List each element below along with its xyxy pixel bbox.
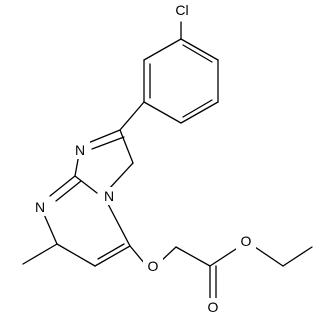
atom-label-bg <box>236 232 256 250</box>
atom-cl-label: Cl <box>175 2 188 18</box>
bond <box>119 101 145 131</box>
bond-layer <box>22 21 313 299</box>
atom-labels: Cl N N N O O O <box>30 0 256 316</box>
atom-label-bg <box>99 187 119 205</box>
atom-n-imid-label: N <box>75 142 85 158</box>
bond <box>282 246 313 267</box>
atom-o-carbonyl-label: O <box>208 299 219 315</box>
bond <box>180 38 219 61</box>
atom-label-bg <box>203 298 223 316</box>
bond <box>143 101 182 124</box>
bond <box>129 245 146 265</box>
bond <box>22 243 58 265</box>
bond <box>251 244 284 267</box>
atom-label-bg <box>143 257 163 275</box>
bond <box>175 246 211 267</box>
bond <box>209 246 240 267</box>
bond <box>42 211 58 245</box>
bond <box>49 175 76 197</box>
bond <box>180 101 219 124</box>
bond-inner <box>182 44 213 63</box>
atom-label-bg <box>30 198 50 216</box>
atom-n-pyr-label: N <box>35 199 45 215</box>
bond <box>74 175 98 194</box>
atom-label-bg <box>70 141 90 159</box>
bond <box>143 38 182 61</box>
bond <box>107 203 131 247</box>
bond <box>119 129 134 164</box>
atom-label-bg <box>170 0 194 19</box>
bond <box>87 129 121 144</box>
bond <box>56 243 96 267</box>
atom-n-bridge-label: N <box>104 188 114 204</box>
bond-inner <box>182 99 213 118</box>
bond <box>107 162 134 191</box>
bond-inner <box>97 243 125 260</box>
atom-o-ester-label: O <box>241 233 252 249</box>
bond <box>94 245 131 267</box>
atom-o-ether-label: O <box>148 258 159 274</box>
bond-inner <box>55 180 82 202</box>
bond-inner <box>91 136 125 150</box>
